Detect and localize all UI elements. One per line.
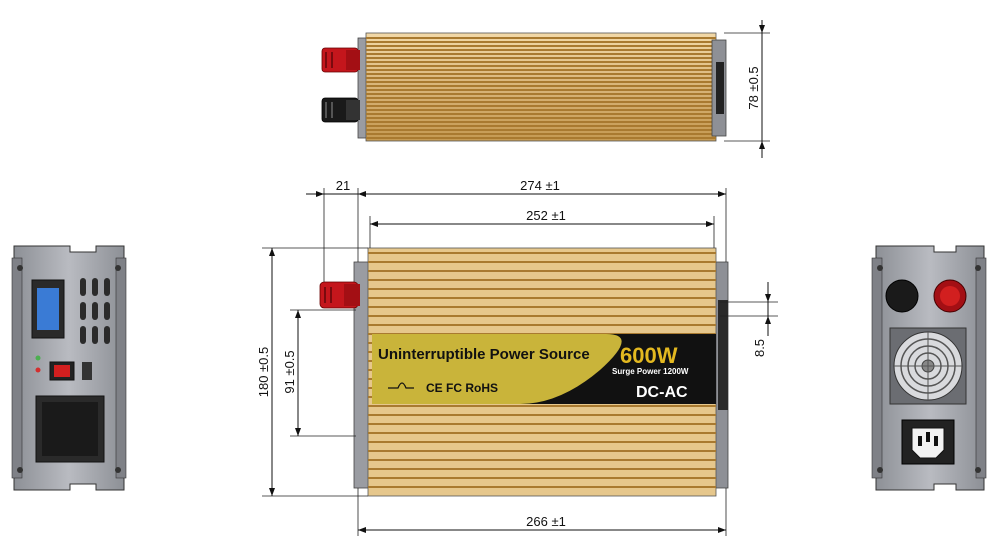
black-terminal-end (885, 279, 919, 313)
fin-line (368, 468, 716, 470)
label-power: 600W (620, 343, 678, 368)
dim-terminal-offset: 21 (336, 178, 350, 193)
vent-slots-left (80, 278, 110, 344)
fin-line (366, 117, 716, 119)
fin-line (368, 252, 716, 254)
sine-wave-icon (388, 382, 414, 389)
top-switch-block (716, 62, 724, 114)
right-end-view (871, 245, 987, 491)
fin-line (368, 405, 716, 407)
fin-line (366, 93, 716, 95)
fin-line (366, 69, 716, 71)
label-type: DC-AC (636, 384, 688, 401)
left-end-view (11, 245, 127, 491)
dim-flange: 8.5 (752, 339, 767, 357)
fin-line (366, 85, 716, 87)
fin-line (368, 423, 716, 425)
power-switch-icon (54, 365, 70, 377)
fin-line (368, 297, 716, 299)
led-green (35, 355, 41, 361)
fan-grille-icon (889, 327, 967, 405)
dim-overall-length: 274 ±1 (520, 178, 560, 193)
fin-line (366, 73, 716, 75)
fin-line (368, 288, 716, 290)
fin-line (368, 306, 716, 308)
fin-line (368, 261, 716, 263)
red-terminal-top (321, 47, 360, 73)
main-view: Uninterruptible Power Source 600W Surge … (256, 178, 778, 536)
fin-line (366, 37, 716, 39)
fin-line (366, 49, 716, 51)
fin-line (366, 81, 716, 83)
fin-line (368, 477, 716, 479)
fin-line (366, 113, 716, 115)
fin-line (366, 77, 716, 79)
fin-line (366, 133, 716, 135)
label-certs: CE FC RoHS (426, 381, 498, 395)
fin-line (366, 105, 716, 107)
usb-port-icon (82, 362, 92, 380)
dim-height-top: 78 ±0.5 (746, 66, 761, 109)
top-fins (366, 37, 716, 139)
label-surge: Surge Power 1200W (612, 367, 689, 376)
fin-line (368, 459, 716, 461)
label-brand-line: Uninterruptible Power Source (378, 346, 590, 363)
lcd-screen (37, 288, 59, 330)
black-terminal-top (321, 97, 360, 123)
top-view: 78 ±0.5 (321, 20, 770, 158)
dim-terminal-height: 91 ±0.5 (282, 350, 297, 393)
fin-line (366, 53, 716, 55)
dim-base-length: 266 ±1 (526, 514, 566, 529)
fin-line (366, 129, 716, 131)
fin-line (366, 89, 716, 91)
fin-line (368, 441, 716, 443)
fin-line (366, 101, 716, 103)
fin-line (368, 324, 716, 326)
product-label: Uninterruptible Power Source 600W Surge … (372, 334, 716, 404)
fin-line (366, 121, 716, 123)
fin-line (366, 137, 716, 139)
dim-body-length: 252 ±1 (526, 208, 566, 223)
fin-line (366, 45, 716, 47)
fin-line (366, 125, 716, 127)
fin-line (366, 109, 716, 111)
fin-line (368, 279, 716, 281)
fin-line (368, 315, 716, 317)
dim-overall-width: 180 ±0.5 (256, 347, 271, 398)
fin-line (366, 57, 716, 59)
main-switch-block (718, 300, 728, 410)
red-terminal-main (319, 281, 360, 309)
fin-line (366, 41, 716, 43)
fin-line (368, 486, 716, 488)
fin-line (366, 65, 716, 67)
fin-line (368, 270, 716, 272)
fin-line (368, 414, 716, 416)
fin-line (366, 97, 716, 99)
fin-line (366, 61, 716, 63)
fin-line (368, 432, 716, 434)
fin-line (368, 450, 716, 452)
led-red (35, 367, 41, 373)
iec-power-inlet-icon (901, 419, 955, 465)
